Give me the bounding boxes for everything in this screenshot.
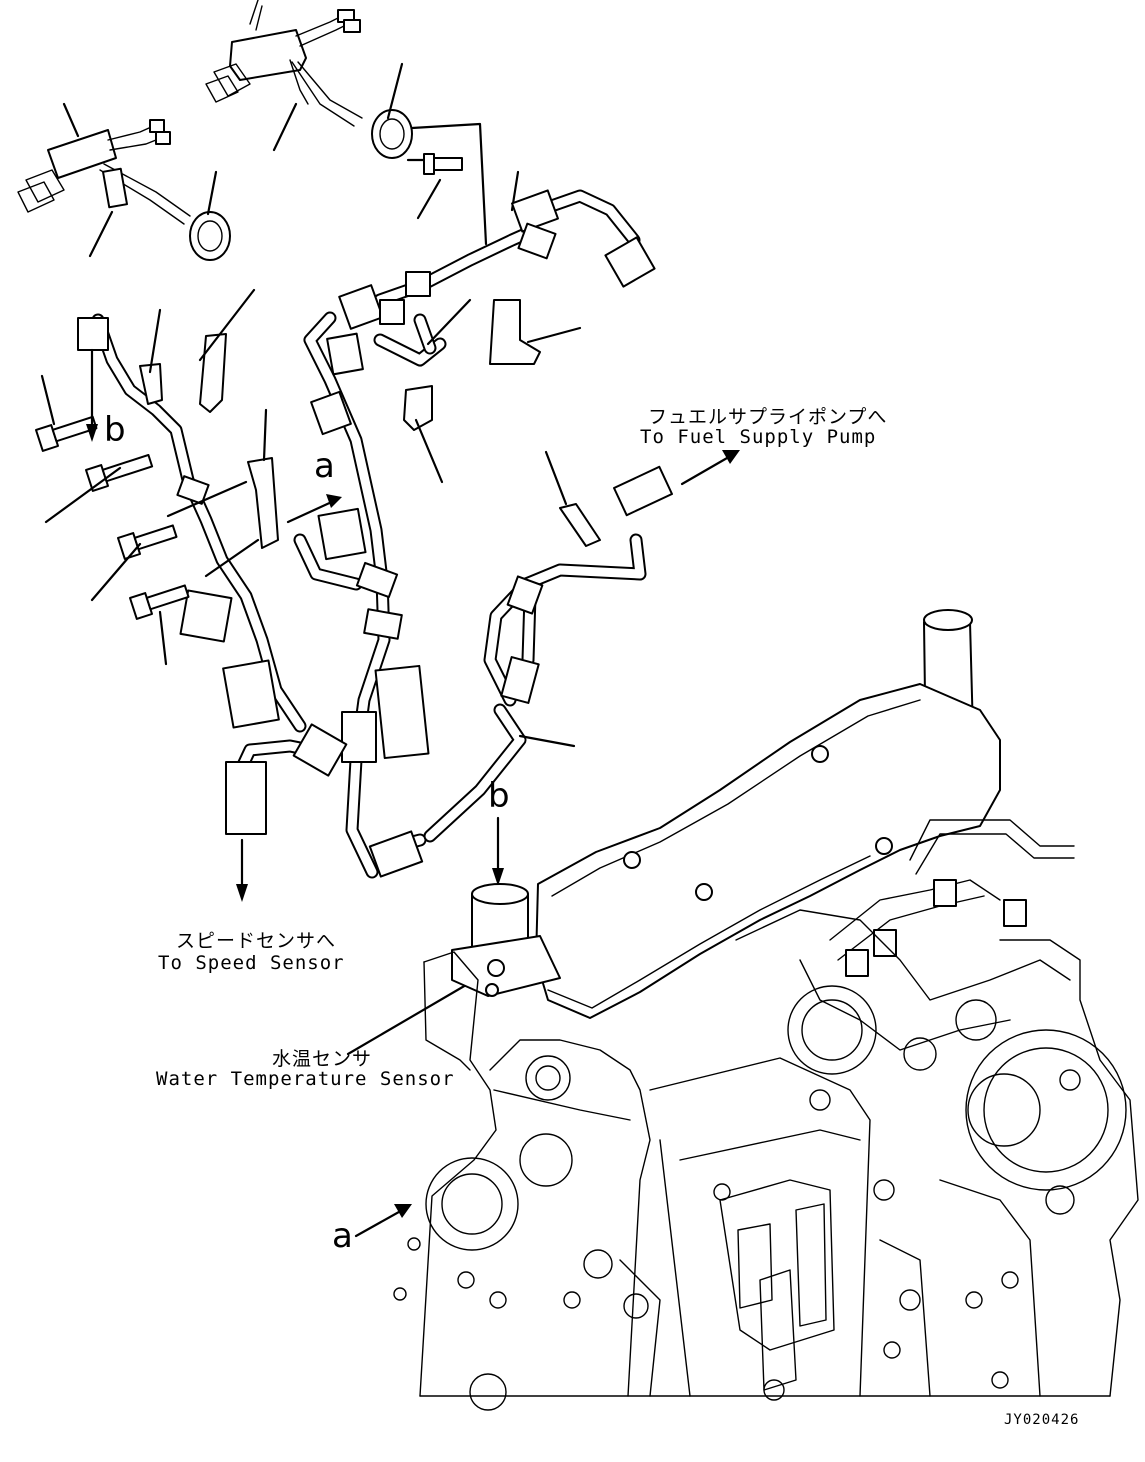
leader-lines-middle	[40, 288, 582, 748]
water-temperature-sensor-label-jp: 水温センサ	[272, 1048, 373, 1070]
reference-a-lower: a	[332, 1216, 353, 1256]
speed-sensor-label-jp: スピードセンサへ	[176, 930, 337, 952]
water-temperature-sensor-label-en: Water Temperature Sensor	[156, 1068, 455, 1090]
bolt-upper	[423, 153, 463, 175]
fuel-supply-pump-label-jp: フュエルサプライポンプへ	[648, 406, 888, 428]
reference-a-upper: a	[314, 446, 335, 486]
reference-b-upper: b	[104, 410, 126, 450]
fuel-supply-pump-label-en: To Fuel Supply Pump	[640, 426, 877, 448]
bolts-left	[35, 415, 190, 620]
connector-subassembly-lower	[17, 119, 231, 261]
harness-connectors	[77, 189, 673, 878]
connector-subassembly-upper	[205, 0, 413, 159]
speed-sensor-label-en: To Speed Sensor	[158, 952, 345, 974]
reference-b-lower: b	[488, 776, 510, 816]
brackets	[139, 299, 601, 549]
drawing-code: JY020426	[1004, 1412, 1080, 1428]
engine-block	[393, 609, 1139, 1411]
